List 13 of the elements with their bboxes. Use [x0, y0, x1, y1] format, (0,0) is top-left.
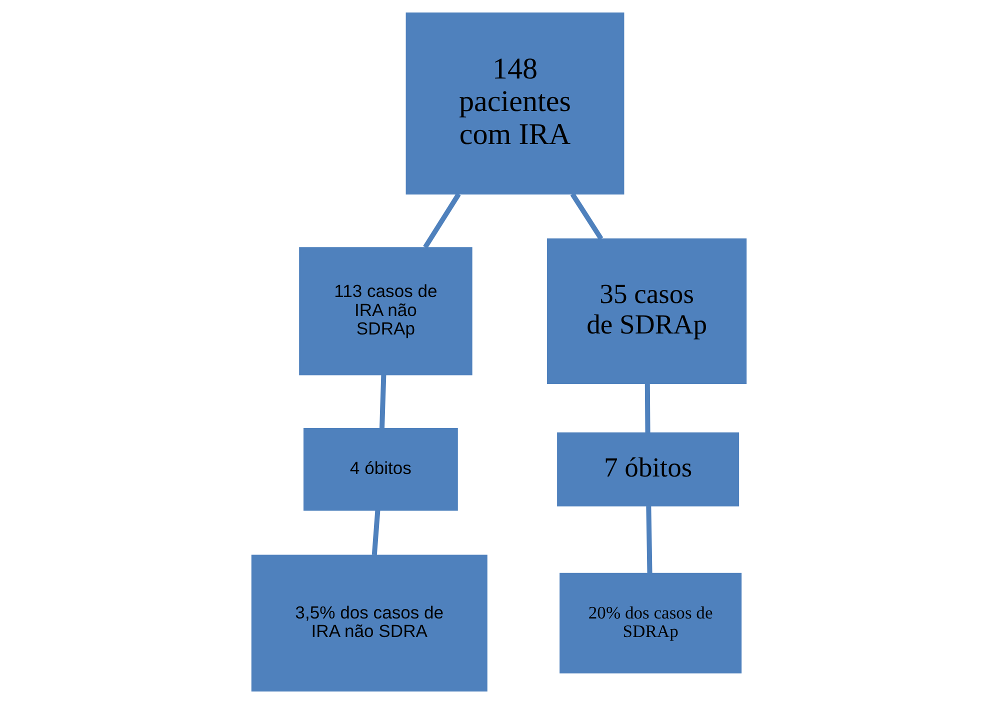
node-box: 148 pacientes com IRA: [406, 12, 624, 194]
node-box: 20% dos casos de SDRAp: [560, 572, 742, 674]
connector: [423, 192, 461, 249]
connector: [372, 510, 380, 556]
connector: [570, 192, 604, 240]
connector: [644, 383, 650, 433]
node-box: 4 óbitos: [303, 428, 458, 511]
node-box: 35 casos de SDRAp: [547, 238, 747, 384]
node-box: 3,5% dos casos de IRA não SDRA: [251, 554, 488, 692]
node-box: 7 óbitos: [557, 432, 740, 506]
connector: [379, 374, 386, 429]
node-box: 113 casos de IRA não SDRAp: [299, 247, 472, 376]
connector: [646, 506, 652, 574]
